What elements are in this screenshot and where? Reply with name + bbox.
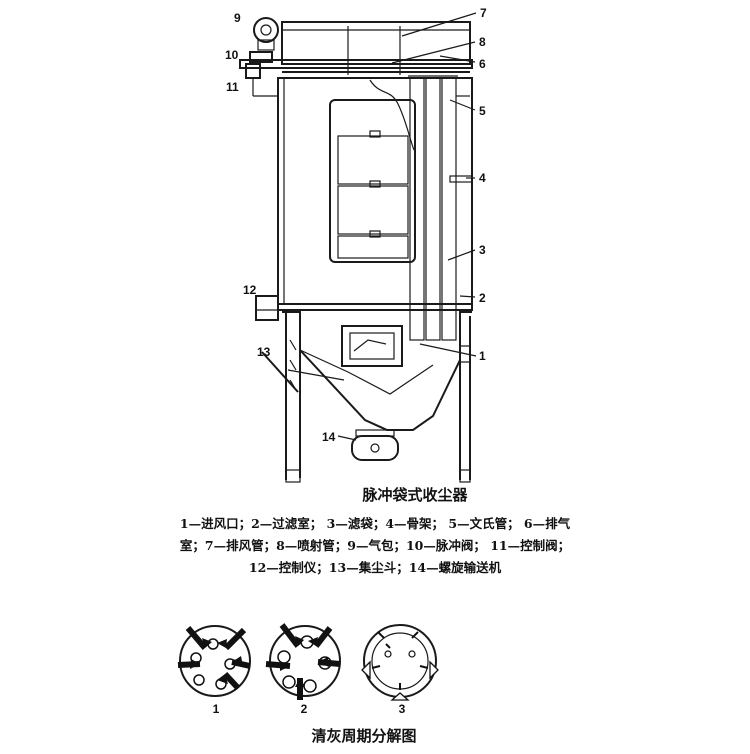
filter-chamber (277, 77, 473, 311)
cage-ring (369, 180, 381, 188)
callout-7: 7 (480, 6, 487, 20)
callout-6: 6 (479, 57, 486, 71)
air-bag (253, 17, 279, 43)
stage-label-1: 1 (213, 702, 220, 716)
callout-3: 3 (479, 243, 486, 257)
dust-hopper (282, 311, 472, 431)
cleaning-stage-2 (265, 623, 341, 700)
callout-8: 8 (479, 35, 486, 49)
callout-10: 10 (225, 48, 239, 62)
callout-labels: 7 8 6 5 4 3 2 1 9 10 11 12 13 14 (225, 6, 487, 444)
left-leg (285, 312, 301, 480)
callout-12: 12 (243, 283, 257, 297)
control-valve (245, 63, 261, 79)
collector-body (239, 17, 473, 483)
air-inlet (341, 325, 403, 367)
cage-ring (369, 230, 381, 238)
exhaust-pipe (347, 26, 401, 75)
callout-14: 14 (322, 430, 336, 444)
callout-2: 2 (479, 291, 486, 305)
callout-9: 9 (234, 11, 241, 25)
cage-section-2 (337, 185, 409, 235)
exhaust-chamber (281, 21, 471, 65)
diagram-title: 脉冲袋式收尘器 (361, 486, 468, 504)
cleaning-stage-1 (177, 625, 251, 697)
screw-conveyor (351, 435, 399, 461)
leader-lines (261, 12, 477, 441)
cage-section-1 (337, 135, 409, 185)
filter-bag-frame (329, 99, 416, 263)
air-flow-path (369, 79, 415, 151)
callout-5: 5 (479, 104, 486, 118)
callout-11: 11 (226, 80, 239, 94)
cage-section-3 (337, 235, 409, 259)
callout-4: 4 (479, 171, 486, 185)
cage-ring (369, 130, 381, 138)
injection-pipe (239, 59, 473, 69)
frame-bracket (449, 175, 473, 183)
legend-line-2: 室；7—排风管；8—喷射管；9—气包；10—脉冲阀； 11—控制阀； (180, 538, 570, 553)
legend-line-1: 1—进风口；2—过滤室； 3—滤袋；4—骨架； 5—文氏管； 6—排气 (180, 516, 571, 531)
legend-line-3: 12—控制仪；13—集尘斗；14—螺旋输送机 (249, 560, 502, 575)
stage-label-3: 3 (399, 702, 406, 716)
control-unit (255, 295, 279, 321)
callout-1: 1 (479, 349, 486, 363)
callout-13: 13 (257, 345, 271, 359)
cleaning-stage-3 (361, 624, 439, 701)
right-leg (459, 316, 471, 480)
stage-label-2: 2 (301, 702, 308, 716)
cleaning-title: 清灰周期分解图 (311, 727, 416, 745)
filter-bags (408, 75, 473, 341)
pulse-valve (249, 51, 273, 63)
